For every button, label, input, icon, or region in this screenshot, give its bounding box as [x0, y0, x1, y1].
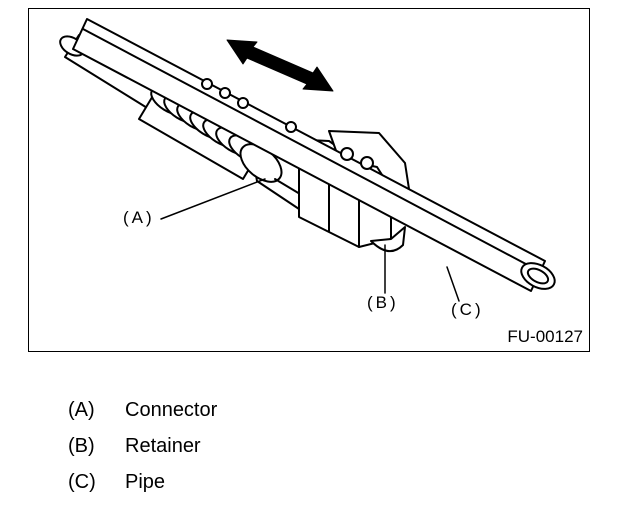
legend-key: (C) — [68, 470, 96, 493]
legend-key: (B) — [68, 434, 95, 457]
legend: (A) Connector (B) Retainer (C) Pipe — [68, 392, 217, 500]
legend-item-a: (A) Connector — [68, 392, 217, 428]
legend-label: Connector — [125, 398, 218, 421]
legend-key: (A) — [68, 398, 95, 421]
figure-code: FU-00127 — [507, 327, 583, 346]
callout-b: (B) — [367, 293, 399, 312]
callout-c: (C) — [451, 300, 484, 319]
figure-frame: (A) (B) (C) FU-00127 — [28, 8, 590, 352]
legend-item-c: (C) Pipe — [68, 464, 217, 500]
legend-label: Retainer — [125, 434, 201, 457]
legend-item-b: (B) Retainer — [68, 428, 217, 464]
pipe-bumps — [201, 78, 374, 170]
double-arrow-icon — [226, 39, 334, 92]
legend-label: Pipe — [125, 470, 166, 493]
callout-a: (A) — [123, 208, 155, 227]
pipe — [72, 18, 556, 292]
leader-lines — [160, 178, 460, 302]
connector-illustration — [59, 18, 556, 302]
